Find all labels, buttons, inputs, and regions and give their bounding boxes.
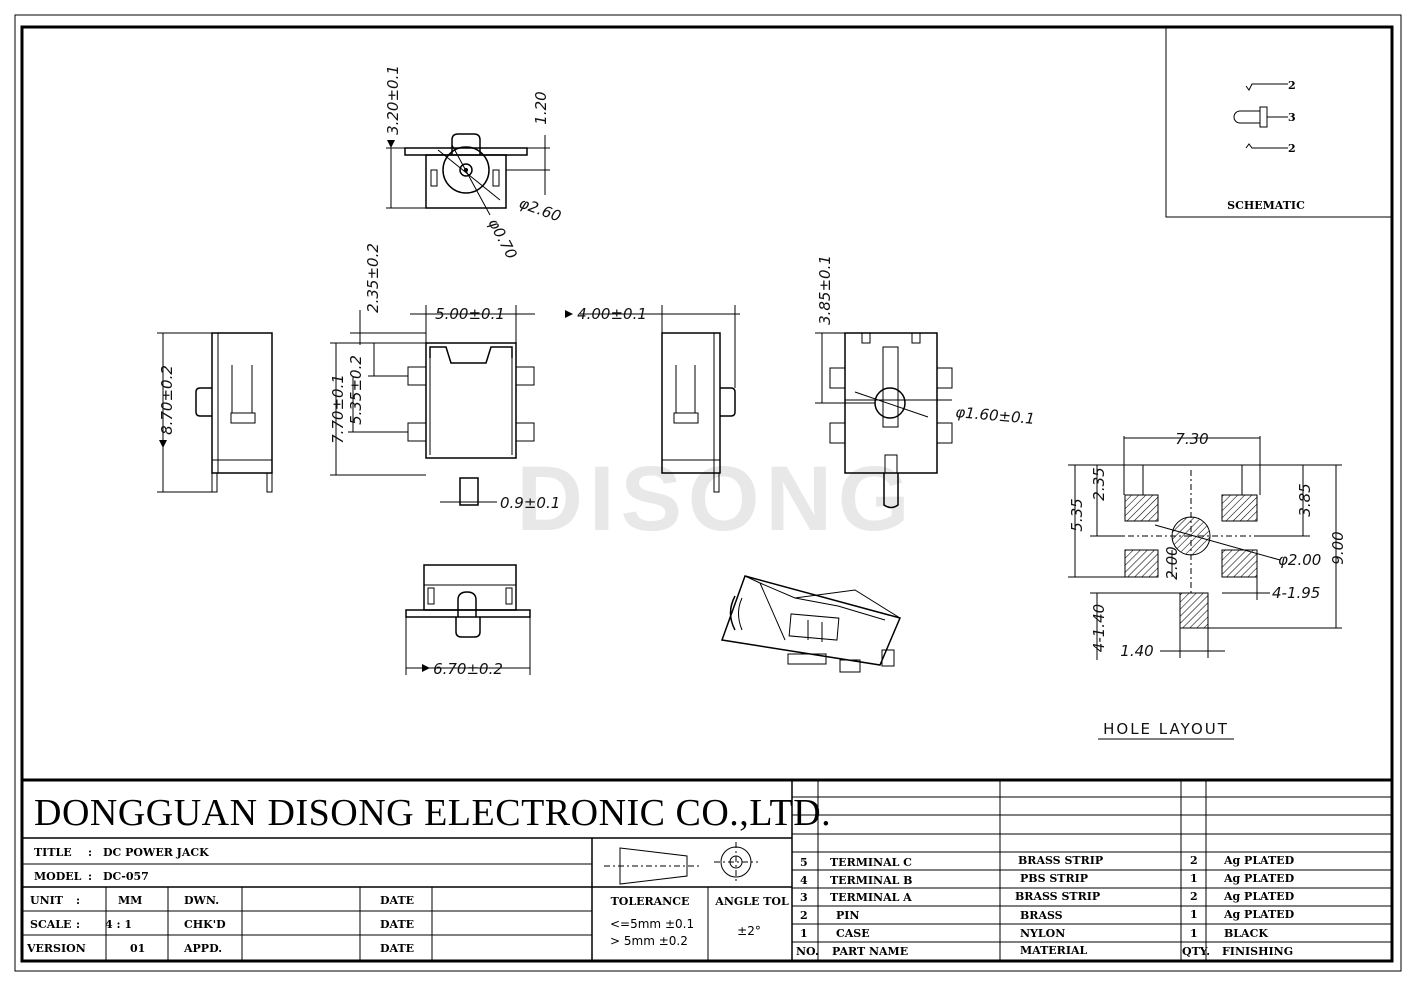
front-view: 3.20±0.1 1.20 φ2.60 φ0.70	[384, 65, 563, 262]
bom-row-part: PIN	[836, 909, 859, 922]
projection-cone-icon	[619, 847, 688, 885]
bom-row-material: NYLON	[1020, 927, 1065, 940]
dim-3-85: 3.85±0.1	[816, 255, 834, 325]
hole-dim-9-00: 9.00	[1329, 531, 1347, 564]
bom-header-qty: QTY.	[1182, 945, 1210, 958]
version-label: VERSION	[26, 942, 86, 955]
bom-row-qty: 1	[1190, 908, 1198, 921]
scale-label: SCALE	[30, 918, 71, 931]
bom-row-part: TERMINAL B	[830, 874, 912, 887]
bom-row-no: 5	[800, 856, 808, 869]
unit-label: UNIT	[30, 894, 64, 907]
dim-2-35: 2.35±0.2	[364, 243, 382, 313]
bom-row-qty: 2	[1190, 854, 1198, 867]
bom-header-no: NO.	[796, 945, 819, 958]
dim-7-70: 7.70±0.1	[329, 374, 347, 444]
bom-header-material: MATERIAL	[1020, 944, 1088, 957]
dim-8-70: 8.70±0.2	[158, 365, 176, 435]
top-view: 5.00±0.1 2.35±0.2 7.70±0.1 5.35±0.2 0.9±…	[329, 243, 560, 512]
lower-front-view: 6.70±0.2	[405, 564, 531, 678]
bom-row-no: 3	[800, 891, 808, 904]
dim-4-00: 4.00±0.1	[577, 305, 647, 323]
date-label-1: DATE	[380, 894, 414, 907]
angle-tol-label: ANGLE TOL	[714, 895, 789, 908]
bom-row-part: CASE	[836, 927, 870, 940]
tolerance-line-1: <=5mm ±0.1	[610, 917, 694, 931]
unit-value: MM	[118, 894, 142, 907]
model-label: MODEL	[34, 870, 82, 883]
chkd-label: CHK'D	[184, 918, 226, 931]
hole-dim-1-40: 1.40	[1120, 642, 1153, 660]
schematic-pin-mid: 3	[1288, 111, 1296, 124]
bom-row-finishing: Ag PLATED	[1223, 854, 1295, 867]
bom-row-finishing: BLACK	[1224, 927, 1268, 940]
appd-label: APPD.	[183, 942, 222, 955]
hole-dim-4-1-95: 4-1.95	[1272, 584, 1320, 602]
tolerance-line-2: > 5mm ±0.2	[610, 934, 688, 948]
bom-row-no: 2	[800, 909, 808, 922]
schematic-box: 2 3 2 SCHEMATIC	[1165, 28, 1391, 218]
bom-row-part: TERMINAL C	[830, 856, 912, 869]
bom-header-finishing: FINISHING	[1222, 945, 1293, 958]
dim-phi-0-70: φ0.70	[484, 215, 520, 262]
title-label: TITLE	[34, 846, 72, 859]
date-label-2: DATE	[380, 918, 414, 931]
inner-frame	[20, 25, 1394, 963]
dwn-label: DWN.	[184, 894, 219, 907]
schematic-pin-bottom: 2	[1288, 142, 1296, 155]
title-block: DONGGUAN DISONG ELECTRONIC CO.,LTD. TITL…	[22, 778, 1392, 961]
bom-row-finishing: Ag PLATED	[1223, 890, 1295, 903]
bom-row-material: BRASS STRIP	[1015, 890, 1100, 903]
tolerance-label: TOLERANCE	[611, 895, 690, 908]
hole-dim-3-85: 3.85	[1296, 483, 1314, 516]
angle-tol-value: ±2°	[737, 924, 761, 938]
dim-0-9: 0.9±0.1	[500, 494, 560, 512]
schematic-label: SCHEMATIC	[1227, 199, 1305, 212]
right-side-view: 4.00±0.1	[565, 305, 740, 493]
hole-dim-4-1-40: 4-1.40	[1090, 604, 1108, 652]
dim-3-20: 3.20±0.1	[384, 65, 402, 135]
hole-layout: 7.30 φ2.00 5.35 2.35 4-1.40 2.00 3.85 9.…	[1068, 430, 1347, 740]
bom-row-qty: 2	[1190, 890, 1198, 903]
bom-row-finishing: Ag PLATED	[1223, 908, 1295, 921]
bom-row-qty: 1	[1190, 872, 1198, 885]
dim-phi-2-60: φ2.60	[517, 194, 564, 226]
unit-colon: :	[76, 894, 80, 907]
hole-dim-2-35: 2.35	[1090, 467, 1108, 500]
left-side-view: 8.70±0.2	[157, 332, 273, 493]
bom-row-no: 4	[800, 874, 808, 887]
hole-dim-5-35: 5.35	[1068, 498, 1086, 531]
dim-1-20: 1.20	[532, 91, 550, 124]
hole-dim-2-00: 2.00	[1163, 546, 1181, 579]
bom-header-part: PART NAME	[832, 945, 908, 958]
outer-frame	[14, 14, 1402, 972]
bom-row-material: BRASS	[1020, 909, 1063, 922]
dim-5-00: 5.00±0.1	[435, 305, 505, 323]
watermark: DISONG	[517, 448, 916, 550]
hole-dim-7-30: 7.30	[1175, 430, 1208, 448]
hole-layout-label: HOLE LAYOUT	[1103, 720, 1229, 738]
bom-row-finishing: Ag PLATED	[1223, 872, 1295, 885]
company-name: DONGGUAN DISONG ELECTRONIC CO.,LTD.	[34, 792, 831, 834]
hole-dim-phi-2-00: φ2.00	[1278, 551, 1321, 569]
bom-row-no: 1	[800, 927, 808, 940]
bom-row-part: TERMINAL A	[830, 891, 912, 904]
isometric-view	[720, 575, 902, 673]
bom-row-qty: 1	[1190, 927, 1198, 940]
bom-row-material: BRASS STRIP	[1018, 854, 1103, 867]
model-value: DC-057	[103, 870, 149, 883]
scale-colon: :	[76, 918, 80, 931]
date-label-3: DATE	[380, 942, 414, 955]
dim-5-35: 5.35±0.2	[347, 355, 365, 425]
model-colon: :	[88, 870, 92, 883]
schematic-pin-top: 2	[1288, 79, 1296, 92]
dim-6-70: 6.70±0.2	[433, 660, 503, 678]
dim-phi-1-60: φ1.60±0.1	[955, 403, 1036, 428]
scale-value: 4 : 1	[105, 918, 132, 931]
version-value: 01	[130, 942, 145, 955]
title-colon: :	[88, 846, 92, 859]
title-value: DC POWER JACK	[103, 846, 209, 859]
bom-row-material: PBS STRIP	[1020, 872, 1088, 885]
